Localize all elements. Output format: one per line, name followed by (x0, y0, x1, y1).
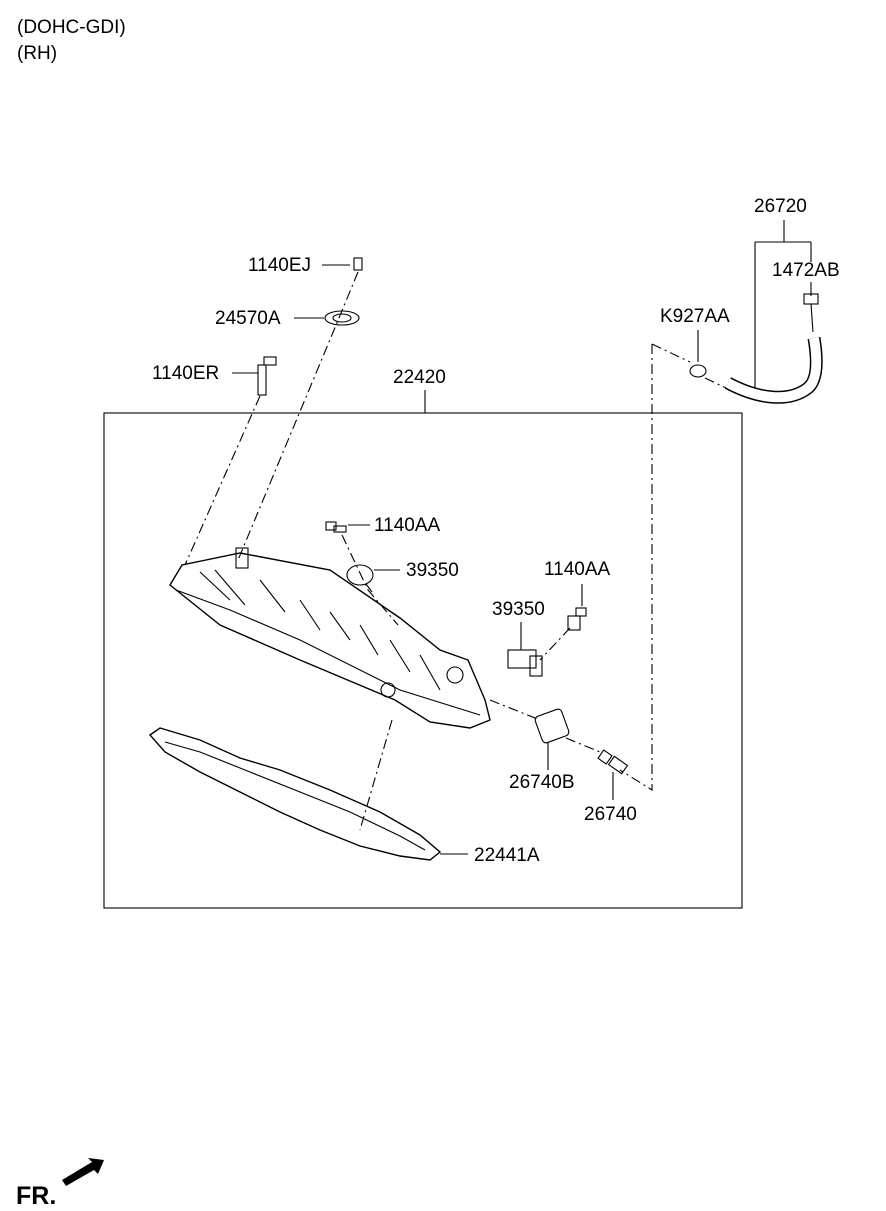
pcv-insert-26740b (534, 708, 570, 744)
part-label-24570a: 24570A (215, 308, 281, 329)
part-label-k927aa: K927AA (660, 306, 730, 327)
hose-clamp-k927aa (689, 364, 707, 378)
sensor-39350-lower (507, 649, 543, 677)
bolt-1140aa-lower (567, 607, 587, 631)
part-label-22441a: 22441A (474, 845, 540, 866)
bolt-1140er (257, 356, 277, 396)
bolt-1140ej (353, 257, 363, 271)
part-label-1140aa-lower: 1140AA (544, 559, 611, 580)
assembly-frame (103, 412, 743, 909)
hose-clamp-1472ab (803, 293, 819, 333)
valve-cover-22420 (169, 547, 491, 729)
part-label-22420: 22420 (393, 367, 446, 388)
front-direction-label: FR. (16, 1182, 57, 1210)
sensor-39350-upper (346, 564, 374, 593)
part-label-26720: 26720 (754, 196, 807, 217)
bolt-1140aa-upper (325, 521, 347, 533)
part-label-39350-lower: 39350 (492, 599, 545, 620)
pcv-valve-26740 (597, 749, 629, 775)
part-label-1140er: 1140ER (152, 363, 220, 384)
side-label: (RH) (17, 43, 58, 64)
part-label-1472ab: 1472AB (772, 260, 840, 281)
part-label-26740b: 26740B (509, 772, 575, 793)
part-label-26740: 26740 (584, 804, 637, 825)
front-arrow-icon (62, 1158, 104, 1186)
engine-type-label: (DOHC-GDI) (17, 17, 126, 38)
part-label-1140ej: 1140EJ (248, 255, 312, 276)
grommet-24570a (324, 310, 360, 326)
part-label-1140aa-upper: 1140AA (374, 515, 441, 536)
gasket-22441a (148, 727, 442, 861)
part-label-39350-upper: 39350 (406, 560, 459, 581)
